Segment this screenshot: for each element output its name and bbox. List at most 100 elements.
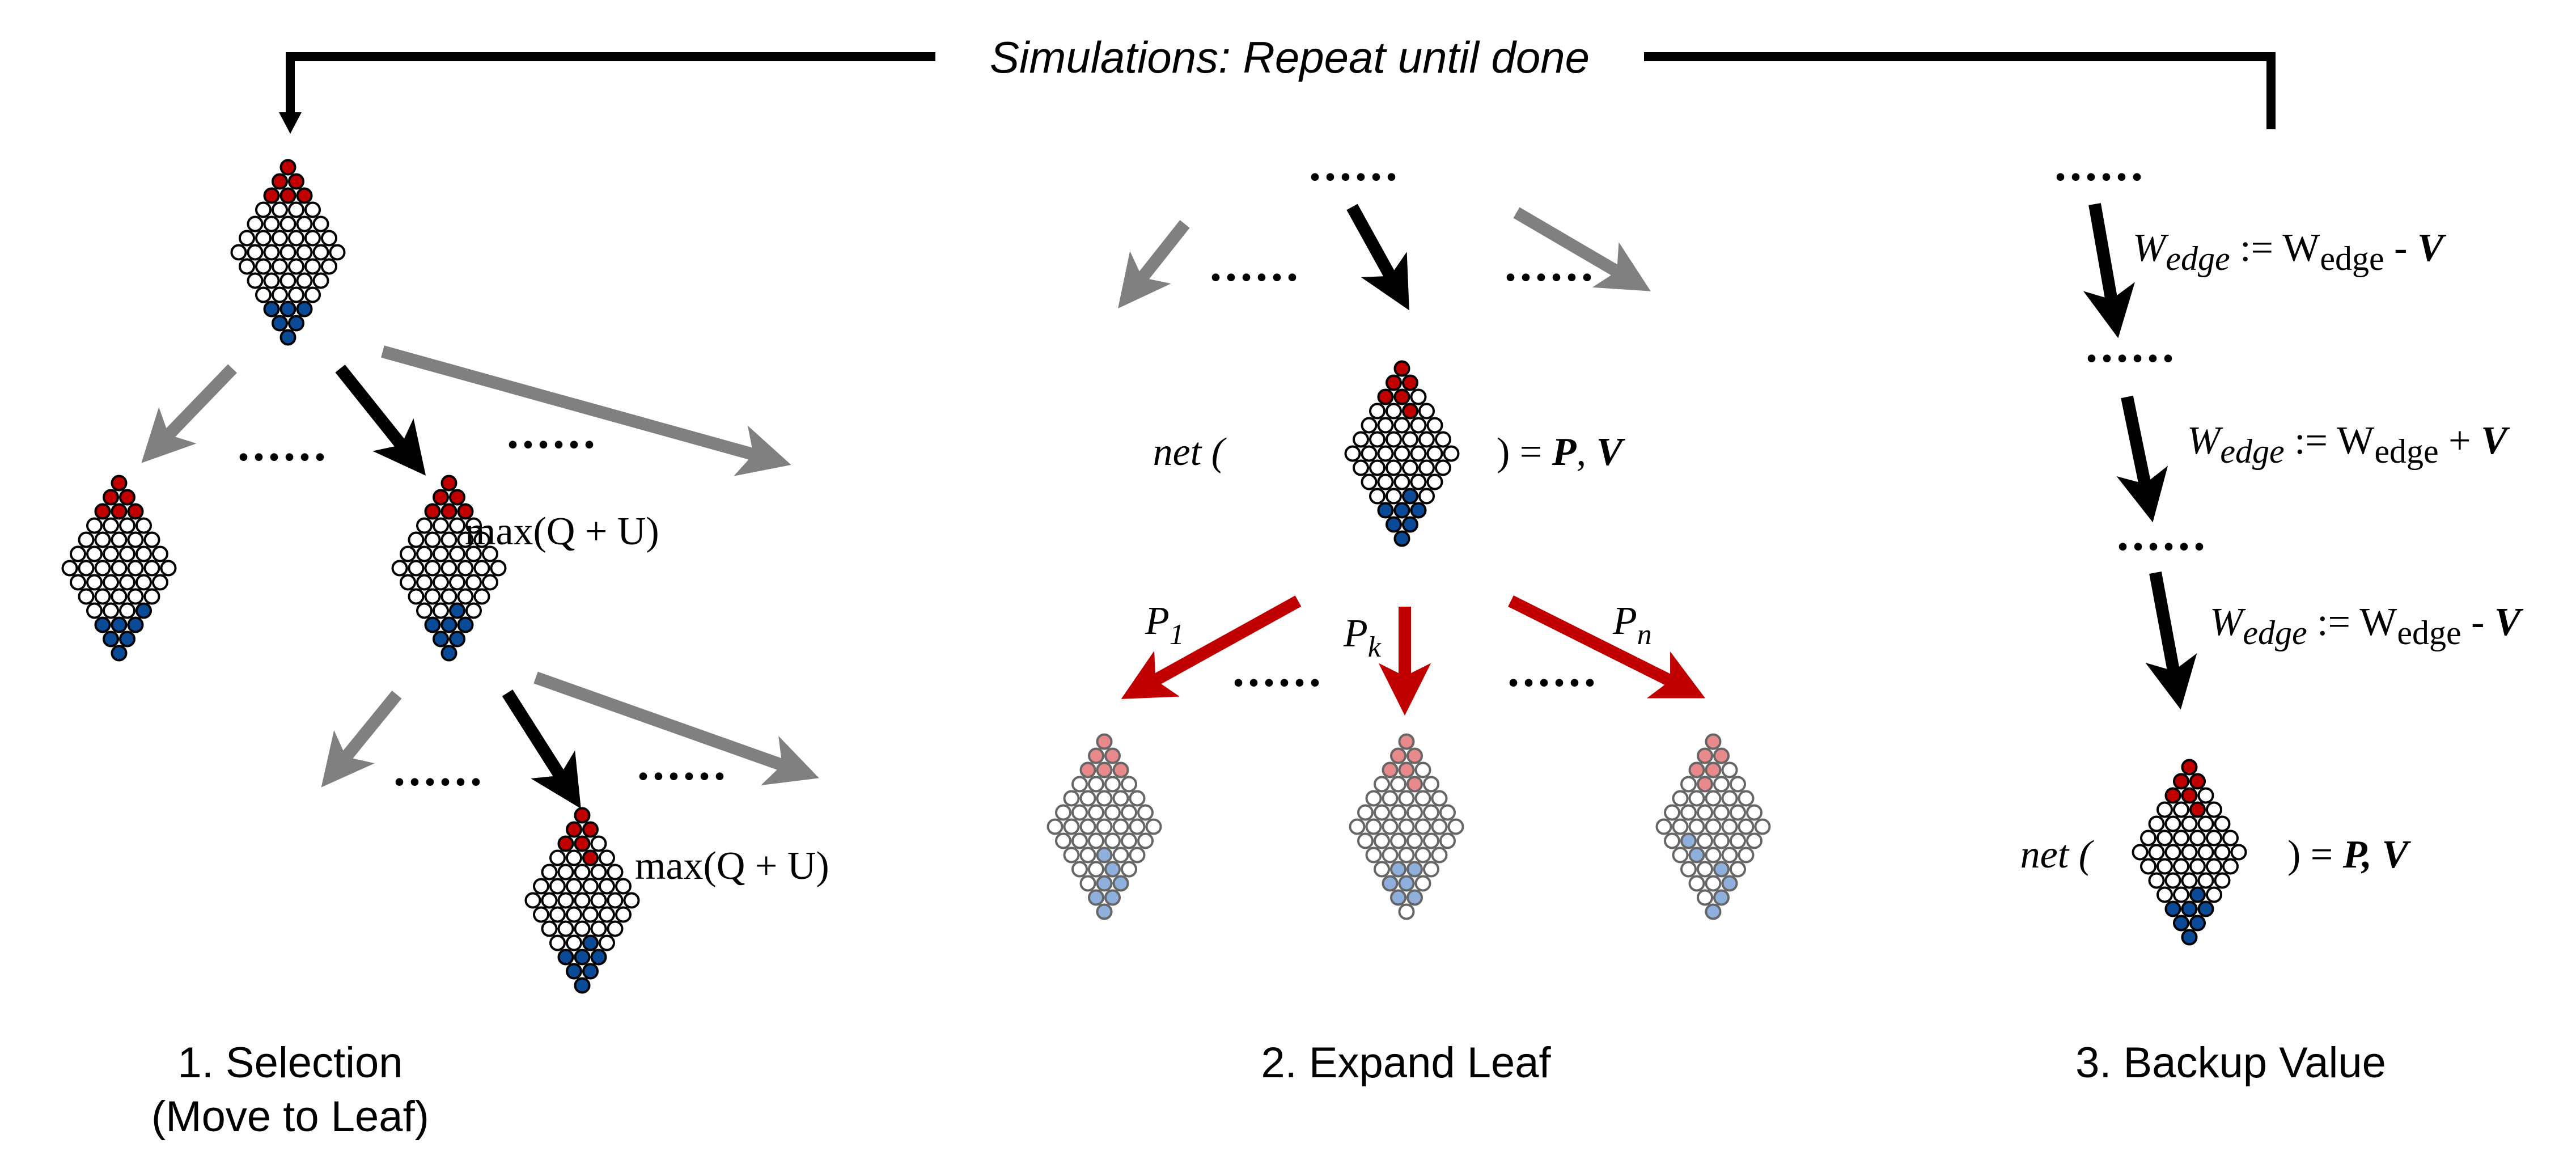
stone bbox=[2181, 929, 2198, 946]
ellipsis: ...... bbox=[2117, 508, 2209, 561]
empty-point bbox=[615, 878, 632, 895]
empty-point bbox=[119, 545, 135, 562]
empty-point bbox=[143, 531, 160, 548]
value-symbol: V bbox=[2481, 419, 2510, 463]
empty-point bbox=[1137, 804, 1154, 821]
empty-point bbox=[2156, 801, 2173, 818]
empty-point bbox=[1121, 804, 1137, 821]
stone bbox=[433, 630, 449, 648]
empty-point bbox=[1688, 875, 1705, 892]
empty-point bbox=[1688, 818, 1705, 835]
empty-point bbox=[152, 574, 168, 591]
empty-point bbox=[135, 545, 152, 562]
empty-point bbox=[103, 602, 119, 619]
empty-point bbox=[449, 545, 465, 562]
stone bbox=[1104, 861, 1121, 878]
empty-point bbox=[1369, 459, 1386, 476]
empty-point bbox=[1418, 431, 1435, 448]
empty-point bbox=[1738, 818, 1755, 835]
empty-point bbox=[1063, 847, 1080, 864]
empty-point bbox=[1705, 818, 1722, 835]
ellipsis: ...... bbox=[2086, 320, 2177, 373]
stone bbox=[111, 503, 128, 520]
empty-point bbox=[1357, 832, 1374, 849]
empty-point bbox=[1406, 804, 1423, 821]
stone bbox=[1398, 761, 1415, 778]
ellipsis: ...... bbox=[1210, 239, 1302, 291]
empty-point bbox=[1414, 790, 1431, 807]
backup-update-3: Wedge := Wedge - V bbox=[2210, 600, 2524, 651]
empty-point bbox=[1439, 804, 1456, 821]
empty-point bbox=[304, 230, 321, 247]
empty-point bbox=[1697, 861, 1713, 878]
empty-point bbox=[1664, 832, 1680, 849]
stone bbox=[1406, 889, 1423, 906]
empty-point bbox=[490, 560, 507, 577]
gray-arrow bbox=[141, 364, 237, 463]
stone bbox=[263, 187, 280, 204]
stone bbox=[1390, 747, 1406, 764]
policy-symbol: P bbox=[1552, 430, 1577, 474]
empty-point bbox=[111, 531, 128, 548]
empty-point bbox=[1121, 832, 1137, 849]
w-base: W bbox=[2187, 419, 2223, 463]
empty-point bbox=[2156, 886, 2173, 903]
net-open: net ( bbox=[1153, 430, 1227, 474]
empty-point bbox=[1344, 445, 1361, 462]
stone bbox=[582, 821, 599, 838]
stone bbox=[296, 187, 313, 204]
stone bbox=[1386, 516, 1402, 533]
empty-point bbox=[1088, 832, 1104, 849]
empty-point bbox=[70, 574, 86, 591]
stone bbox=[2189, 886, 2206, 903]
stone bbox=[103, 630, 119, 648]
empty-point bbox=[1680, 804, 1697, 821]
empty-point bbox=[1713, 804, 1730, 821]
empty-point bbox=[1129, 847, 1146, 864]
p1-base: P bbox=[1145, 599, 1170, 643]
stage-selection-subtitle: (Move to Leaf) bbox=[151, 1093, 429, 1141]
empty-point bbox=[408, 560, 425, 577]
stone bbox=[279, 187, 296, 204]
empty-point bbox=[2206, 830, 2222, 847]
stone bbox=[2173, 773, 2189, 790]
empty-point bbox=[1361, 417, 1378, 434]
empty-point bbox=[2222, 858, 2239, 875]
empty-point bbox=[135, 517, 152, 534]
empty-point bbox=[160, 560, 177, 577]
empty-point bbox=[433, 545, 449, 562]
empty-point bbox=[607, 920, 624, 937]
w-subscript: edge bbox=[2243, 614, 2307, 651]
empty-point bbox=[574, 892, 591, 909]
stone bbox=[2189, 915, 2206, 932]
black-arrow bbox=[502, 689, 581, 809]
w-subscript-plain: edge bbox=[2374, 433, 2438, 470]
empty-point bbox=[296, 215, 313, 232]
empty-point bbox=[416, 574, 433, 591]
empty-point bbox=[296, 244, 313, 261]
stone bbox=[296, 301, 313, 318]
stone bbox=[2173, 915, 2189, 932]
go-board-diamond bbox=[2132, 759, 2247, 946]
empty-point bbox=[1112, 818, 1129, 835]
stone bbox=[457, 503, 474, 520]
empty-point bbox=[1402, 459, 1418, 476]
empty-point bbox=[607, 864, 624, 881]
stone bbox=[2189, 773, 2206, 790]
stone bbox=[566, 821, 582, 838]
stone bbox=[449, 489, 465, 506]
operator-minus: - bbox=[2461, 600, 2494, 644]
empty-point bbox=[549, 906, 566, 923]
empty-point bbox=[86, 602, 103, 619]
empty-point bbox=[1357, 804, 1374, 821]
empty-point bbox=[424, 588, 441, 605]
empty-point bbox=[400, 545, 416, 562]
empty-point bbox=[1088, 776, 1104, 793]
empty-point bbox=[557, 892, 574, 909]
empty-point bbox=[1393, 445, 1410, 462]
ellipsis: ...... bbox=[2054, 138, 2146, 191]
stone bbox=[424, 503, 441, 520]
empty-point bbox=[1423, 832, 1439, 849]
empty-point bbox=[473, 560, 490, 577]
empty-point bbox=[304, 286, 321, 303]
